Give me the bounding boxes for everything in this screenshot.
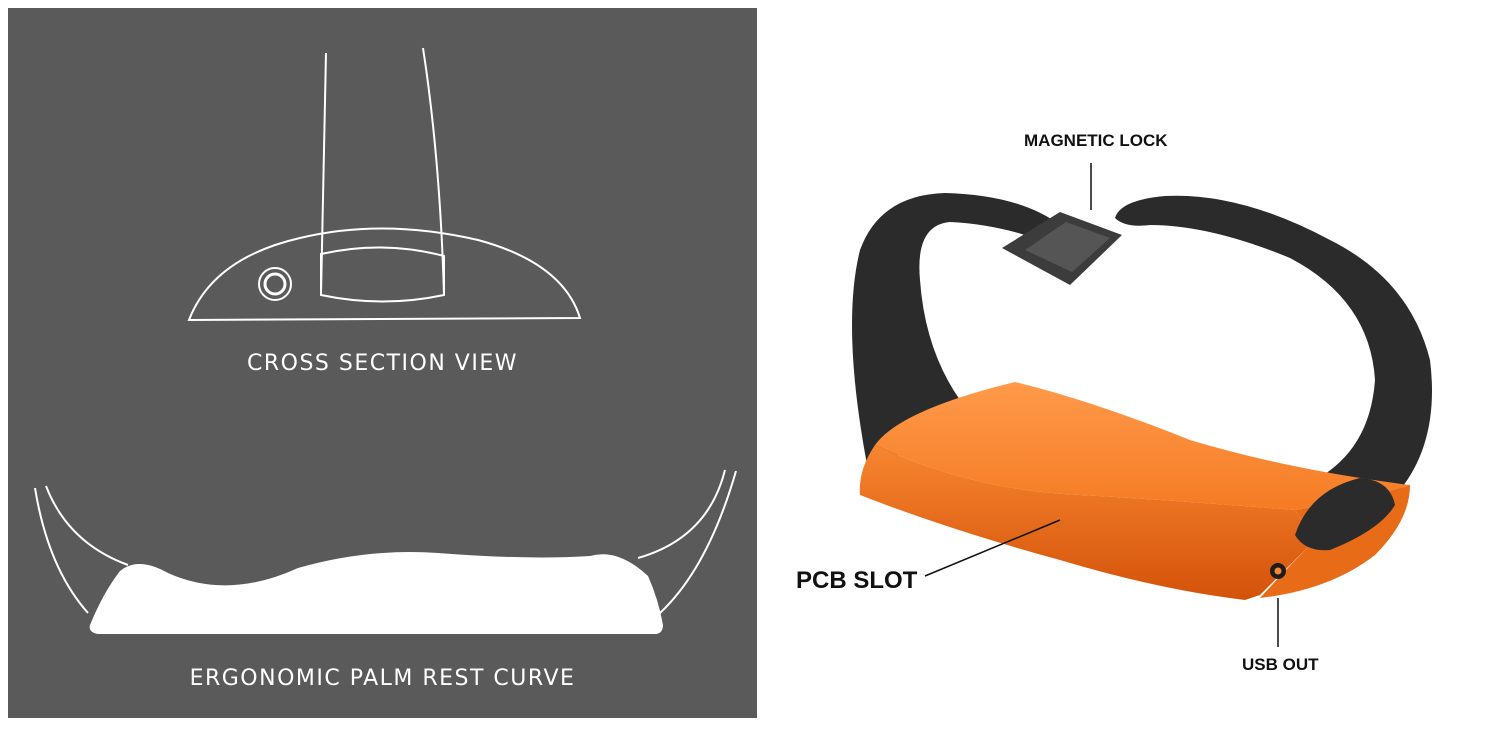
left-diagram-svg	[34, 47, 737, 634]
strap-right-band	[1115, 195, 1432, 540]
pcb-slot-label: PCB SLOT	[796, 567, 918, 594]
magnetic-lock-block	[1002, 212, 1122, 285]
palm-rest-inner-curve-left	[45, 485, 129, 566]
usb-port-inner	[1274, 567, 1282, 575]
palm-rest-inner-curve-right	[637, 469, 726, 559]
cross-section-port-inner	[263, 272, 287, 296]
cross-section-port-outer	[258, 267, 292, 301]
right-product-panel: MAGNETIC LOCK PCB SLOT USB OUT	[770, 0, 1500, 729]
palm-rest-outer-curve-right	[659, 470, 737, 614]
strap-end-insert	[1295, 478, 1395, 551]
cross-section-strap-right-line	[422, 47, 445, 296]
strap-left-band	[852, 193, 1065, 480]
magnetic-lock-label: MAGNETIC LOCK	[1024, 131, 1168, 150]
palm-rest-caption: ERGONOMIC PALM REST CURVE	[189, 666, 576, 691]
housing-front-face	[859, 445, 1315, 600]
palm-rest-outer-curve-left	[34, 487, 89, 614]
cross-section-housing-outline	[187, 227, 582, 322]
usb-out-label: USB OUT	[1242, 655, 1319, 674]
palm-rest-body-shape	[89, 552, 663, 634]
left-diagram-panel: CROSS SECTION VIEW ERGONOMIC PALM REST C…	[8, 8, 757, 718]
cross-section-caption: CROSS SECTION VIEW	[247, 351, 518, 376]
product-illustration-svg	[852, 163, 1432, 647]
pcb-slot-callout-line	[924, 519, 1061, 577]
cross-section-slot-outline	[320, 246, 445, 303]
housing-top-surface	[875, 382, 1410, 510]
